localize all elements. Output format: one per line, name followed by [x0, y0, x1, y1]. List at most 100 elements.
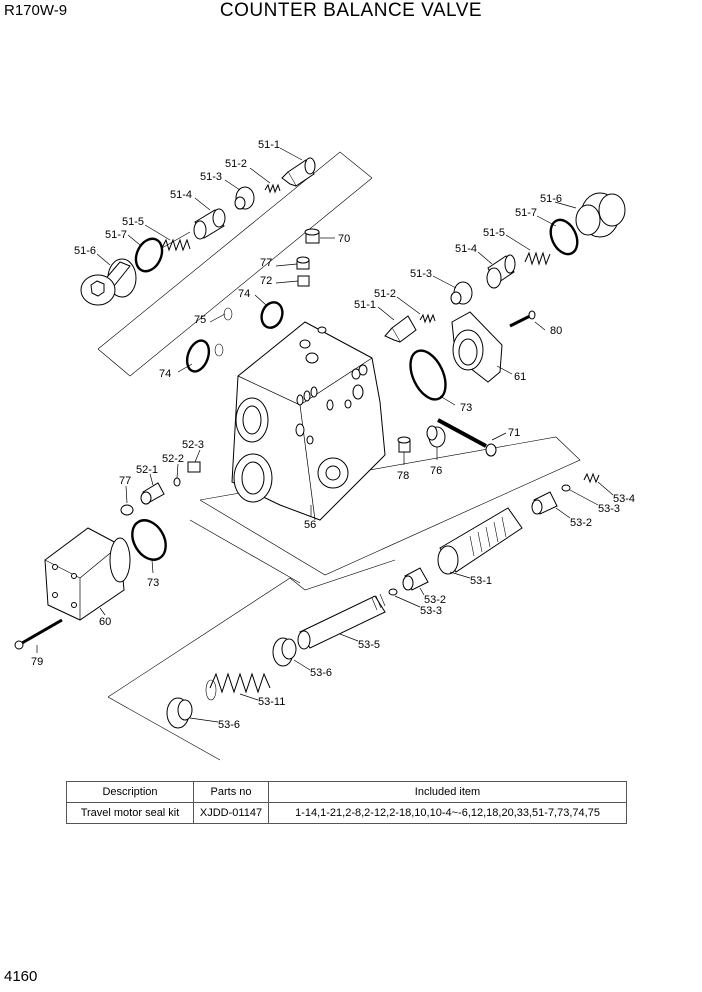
table-header-row: Description Parts no Included item [66, 781, 627, 803]
bolt-79 [14, 618, 63, 650]
poppet-51-1-right [384, 315, 417, 343]
callout-76: 76 [430, 465, 442, 477]
plug-52-3 [187, 461, 201, 473]
callout-51-1: 51-1 [354, 299, 376, 311]
callout-52-1: 52-1 [136, 464, 158, 476]
callout-51-7: 51-7 [515, 207, 537, 219]
callout-73: 73 [460, 402, 472, 414]
callout-53-2: 53-2 [424, 594, 446, 606]
oring-75-a [223, 307, 233, 321]
cell-description: Travel motor seal kit [66, 802, 194, 824]
seat-52-1 [140, 482, 165, 505]
spring-53-4 [583, 472, 600, 484]
piston-51-4-left [193, 208, 226, 240]
seat-53-2-bottom [402, 567, 429, 591]
seat-51-3-right [450, 281, 473, 305]
callout-52-2: 52-2 [162, 453, 184, 465]
callout-51-3: 51-3 [410, 268, 432, 280]
callout-74: 74 [238, 288, 250, 300]
callout-53-4: 53-4 [613, 493, 635, 505]
callout-60: 60 [99, 616, 111, 628]
callout-75: 75 [194, 314, 206, 326]
spring-51-5-left [161, 231, 191, 252]
callout-71: 71 [508, 427, 520, 439]
plug-51-6-right [575, 192, 626, 238]
cap-53-6-bottom [166, 697, 193, 729]
callout-61: 61 [514, 371, 526, 383]
callout-51-1: 51-1 [258, 139, 280, 151]
plug-77 [296, 256, 310, 270]
seal-kit-table: Description Parts no Included item Trave… [66, 781, 627, 824]
ball-52-2 [173, 477, 181, 487]
callout-53-5: 53-5 [358, 639, 380, 651]
callout-79: 79 [31, 656, 43, 668]
seat-53-2-top [531, 491, 558, 515]
callout-70: 70 [338, 233, 350, 245]
header-parts-no: Parts no [193, 781, 269, 803]
cover-60 [44, 527, 131, 621]
callout-51-7: 51-7 [105, 229, 127, 241]
spool-assembly-53 [166, 472, 600, 729]
oring-74-top [260, 301, 284, 329]
plug-51-6-left [80, 258, 137, 306]
leader-lines [36, 147, 614, 723]
callout-74: 74 [159, 368, 171, 380]
valve-body-56 [231, 321, 386, 521]
plug-76 [426, 425, 446, 448]
oring-51-7-right [549, 218, 579, 256]
oring-73-right [409, 349, 447, 401]
cell-parts-no: XJDD-01147 [193, 802, 269, 824]
callout-51-3: 51-3 [200, 171, 222, 183]
callout-52-3: 52-3 [182, 439, 204, 451]
model-label: R170W-9 [4, 2, 68, 19]
spring-53-11 [205, 672, 271, 701]
callout-labels: 51-1 51-2 51-3 51-4 51-5 51-7 51-6 51-6 … [31, 139, 635, 731]
callout-53-3: 53-3 [598, 503, 620, 515]
oring-73-left [131, 519, 167, 561]
callout-51-5: 51-5 [122, 216, 144, 228]
plug-70 [304, 228, 320, 244]
bolt-80 [509, 310, 536, 328]
callout-73: 73 [147, 577, 159, 589]
callout-53-2: 53-2 [570, 517, 592, 529]
callout-53-6: 53-6 [310, 667, 332, 679]
callout-53-6: 53-6 [218, 719, 240, 731]
piston-51-4-right [486, 254, 516, 289]
oring-74-left [185, 339, 211, 373]
ball-53-3-bottom [388, 588, 398, 596]
callout-53-11: 53-11 [258, 696, 285, 708]
plug-77-left [120, 504, 134, 516]
callout-80: 80 [550, 325, 562, 337]
cap-53-6-top [272, 637, 297, 667]
left-side-parts [14, 461, 201, 650]
cover-61 [451, 311, 503, 383]
callout-51-4: 51-4 [455, 243, 477, 255]
spool-assembly-51-left [80, 157, 316, 306]
plug-72 [297, 275, 310, 287]
oring-51-7-left [134, 237, 164, 273]
callout-77: 77 [260, 257, 272, 269]
callout-51-5: 51-5 [483, 227, 505, 239]
callout-51-4: 51-4 [170, 189, 192, 201]
seat-51-3-left [234, 186, 255, 210]
callout-56: 56 [304, 519, 316, 531]
table-row: Travel motor seal kit XJDD-01147 1-14,1-… [66, 802, 627, 824]
spool-53-1 [437, 507, 523, 575]
spring-51-5-right [524, 251, 551, 266]
oring-75-b [214, 343, 224, 357]
cell-included-item: 1-14,1-21,2-8,2-12,2-18,10,10-4~-6,12,18… [268, 802, 627, 824]
callout-78: 78 [397, 470, 409, 482]
spool-assembly-51-right [384, 192, 626, 343]
sleeve-53-5 [297, 593, 386, 650]
callout-51-2: 51-2 [225, 158, 247, 170]
header-description: Description [66, 781, 194, 803]
page-number: 4160 [4, 968, 38, 985]
ball-53-3-top [561, 484, 571, 492]
callout-53-3: 53-3 [420, 605, 442, 617]
callout-51-6: 51-6 [74, 245, 96, 257]
poppet-51-1-left [281, 157, 316, 187]
spring-51-2-left [264, 183, 281, 194]
callout-77: 77 [119, 475, 131, 487]
callout-51-2: 51-2 [374, 288, 396, 300]
